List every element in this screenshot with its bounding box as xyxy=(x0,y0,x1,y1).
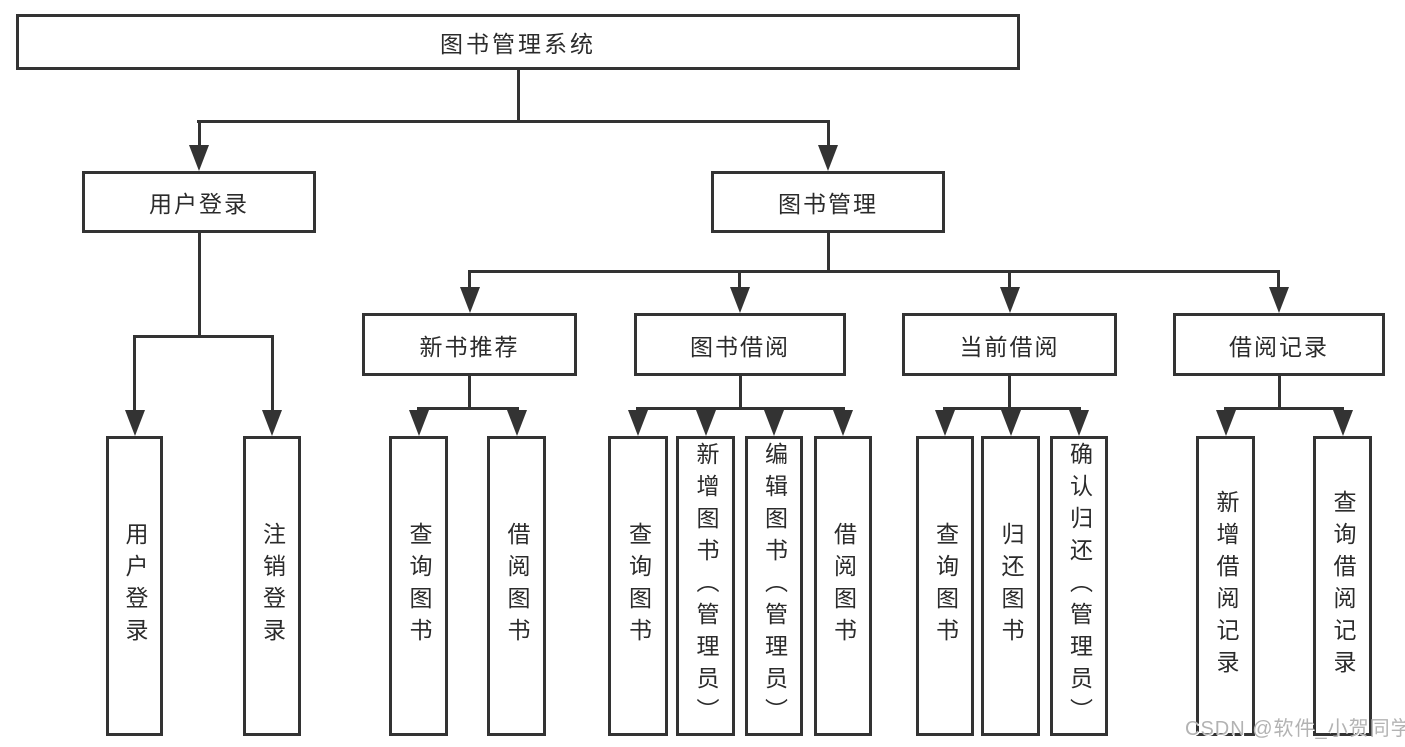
leaf-query-borrow-record: 查询借阅记录 xyxy=(1313,436,1372,736)
arrow-to-br-add xyxy=(1216,410,1236,436)
node-label: 借阅记录 xyxy=(1229,333,1329,360)
leaf-return-books: 归还图书 xyxy=(981,436,1040,736)
leaf-logout: 注销登录 xyxy=(243,436,301,736)
connector-stem-borrow-record xyxy=(1277,270,1280,289)
leaf-edit-books-admin: 编辑图书（管理员） xyxy=(745,436,803,736)
leaf-label: 查询图书 xyxy=(406,522,432,650)
leaf-label: 归还图书 xyxy=(998,522,1024,650)
connector-stem-book-borrow xyxy=(738,270,741,289)
arrow-to-bb-borrow xyxy=(833,410,853,436)
leaf-add-books-admin: 新增图书（管理员） xyxy=(676,436,735,736)
leaf-label: 用户登录 xyxy=(122,522,148,650)
connector-stem-new-book-rec xyxy=(468,270,471,289)
node-label: 图书管理系统 xyxy=(440,31,596,57)
node-label: 图书管理 xyxy=(778,191,878,217)
connector-root-hbar xyxy=(197,120,830,123)
connector-bookmgmt-stem xyxy=(827,231,830,273)
arrow-to-book-mgmt xyxy=(818,145,838,171)
arrow-to-leaf-user-login xyxy=(125,410,145,436)
connector-borrowrecord-hbar xyxy=(1224,407,1344,410)
arrow-to-user-login xyxy=(189,145,209,171)
connector-stem-user-login xyxy=(198,120,201,147)
leaf-label: 借阅图书 xyxy=(504,522,530,650)
arrow-to-nb-query xyxy=(409,410,429,436)
connector-currentborrow-stem xyxy=(1008,374,1011,410)
node-label: 用户登录 xyxy=(149,191,249,217)
connector-stem-leaf-user-login xyxy=(133,335,136,412)
connector-stem-book-mgmt xyxy=(827,120,830,147)
leaf-query-books-recommend: 查询图书 xyxy=(389,436,448,736)
connector-userlogin-stem xyxy=(198,231,201,337)
leaf-label: 确认归还（管理员） xyxy=(1066,442,1093,730)
connector-newbookrec-hbar xyxy=(417,407,519,410)
connector-stem-leaf-logout xyxy=(271,335,274,412)
arrow-to-leaf-logout xyxy=(262,410,282,436)
leaf-query-books-borrowing: 查询图书 xyxy=(608,436,668,736)
leaf-borrow-books-borrowing: 借阅图书 xyxy=(814,436,872,736)
node-borrowing-records: 借阅记录 xyxy=(1173,313,1385,376)
node-current-borrowing: 当前借阅 xyxy=(902,313,1117,376)
leaf-label: 注销登录 xyxy=(259,522,286,650)
arrow-to-current-borrow xyxy=(1000,287,1020,313)
leaf-label: 借阅图书 xyxy=(830,522,857,650)
connector-borrowrecord-stem xyxy=(1278,374,1281,410)
leaf-user-login: 用户登录 xyxy=(106,436,163,736)
connector-bookmgmt-hbar xyxy=(468,270,1280,273)
node-book-management: 图书管理 xyxy=(711,171,945,233)
connector-newbookrec-stem xyxy=(468,374,471,410)
arrow-to-br-query xyxy=(1333,410,1353,436)
leaf-label: 查询借阅记录 xyxy=(1330,490,1356,682)
leaf-label: 编辑图书（管理员） xyxy=(761,442,788,730)
leaf-query-books-current: 查询图书 xyxy=(916,436,974,736)
leaf-label: 查询图书 xyxy=(932,522,959,650)
leaf-label: 查询图书 xyxy=(625,522,652,650)
node-label: 新书推荐 xyxy=(419,333,520,360)
arrow-to-cb-query xyxy=(935,410,955,436)
node-label: 当前借阅 xyxy=(959,333,1060,360)
leaf-label: 新增图书（管理员） xyxy=(693,442,719,730)
arrow-to-bb-query xyxy=(628,410,648,436)
leaf-borrow-books-recommend: 借阅图书 xyxy=(487,436,546,736)
connector-currentborrow-hbar xyxy=(944,407,1081,410)
connector-bookborrow-hbar xyxy=(637,407,845,410)
connector-userlogin-hbar xyxy=(133,335,274,338)
node-book-borrowing: 图书借阅 xyxy=(634,313,846,376)
arrow-to-bb-edit xyxy=(764,410,784,436)
connector-root-stem xyxy=(517,69,520,123)
arrow-to-cb-confirm xyxy=(1069,410,1089,436)
arrow-to-borrow-record xyxy=(1269,287,1289,313)
node-user-login: 用户登录 xyxy=(82,171,316,233)
leaf-add-borrow-record: 新增借阅记录 xyxy=(1196,436,1255,736)
node-new-book-recommend: 新书推荐 xyxy=(362,313,577,376)
arrow-to-cb-return xyxy=(1001,410,1021,436)
leaf-confirm-return-admin: 确认归还（管理员） xyxy=(1050,436,1108,736)
node-root-library-management-system: 图书管理系统 xyxy=(16,14,1020,70)
connector-stem-current-borrow xyxy=(1008,270,1011,289)
arrow-to-bb-add xyxy=(696,410,716,436)
arrow-to-nb-borrow xyxy=(507,410,527,436)
csdn-watermark: CSDN @软件_小贺同学 xyxy=(1185,718,1405,740)
arrow-to-new-book-rec xyxy=(460,287,480,313)
leaf-label: 新增借阅记录 xyxy=(1213,490,1239,682)
arrow-to-book-borrow xyxy=(730,287,750,313)
node-label: 图书借阅 xyxy=(690,333,790,360)
connector-bookborrow-stem xyxy=(739,374,742,410)
